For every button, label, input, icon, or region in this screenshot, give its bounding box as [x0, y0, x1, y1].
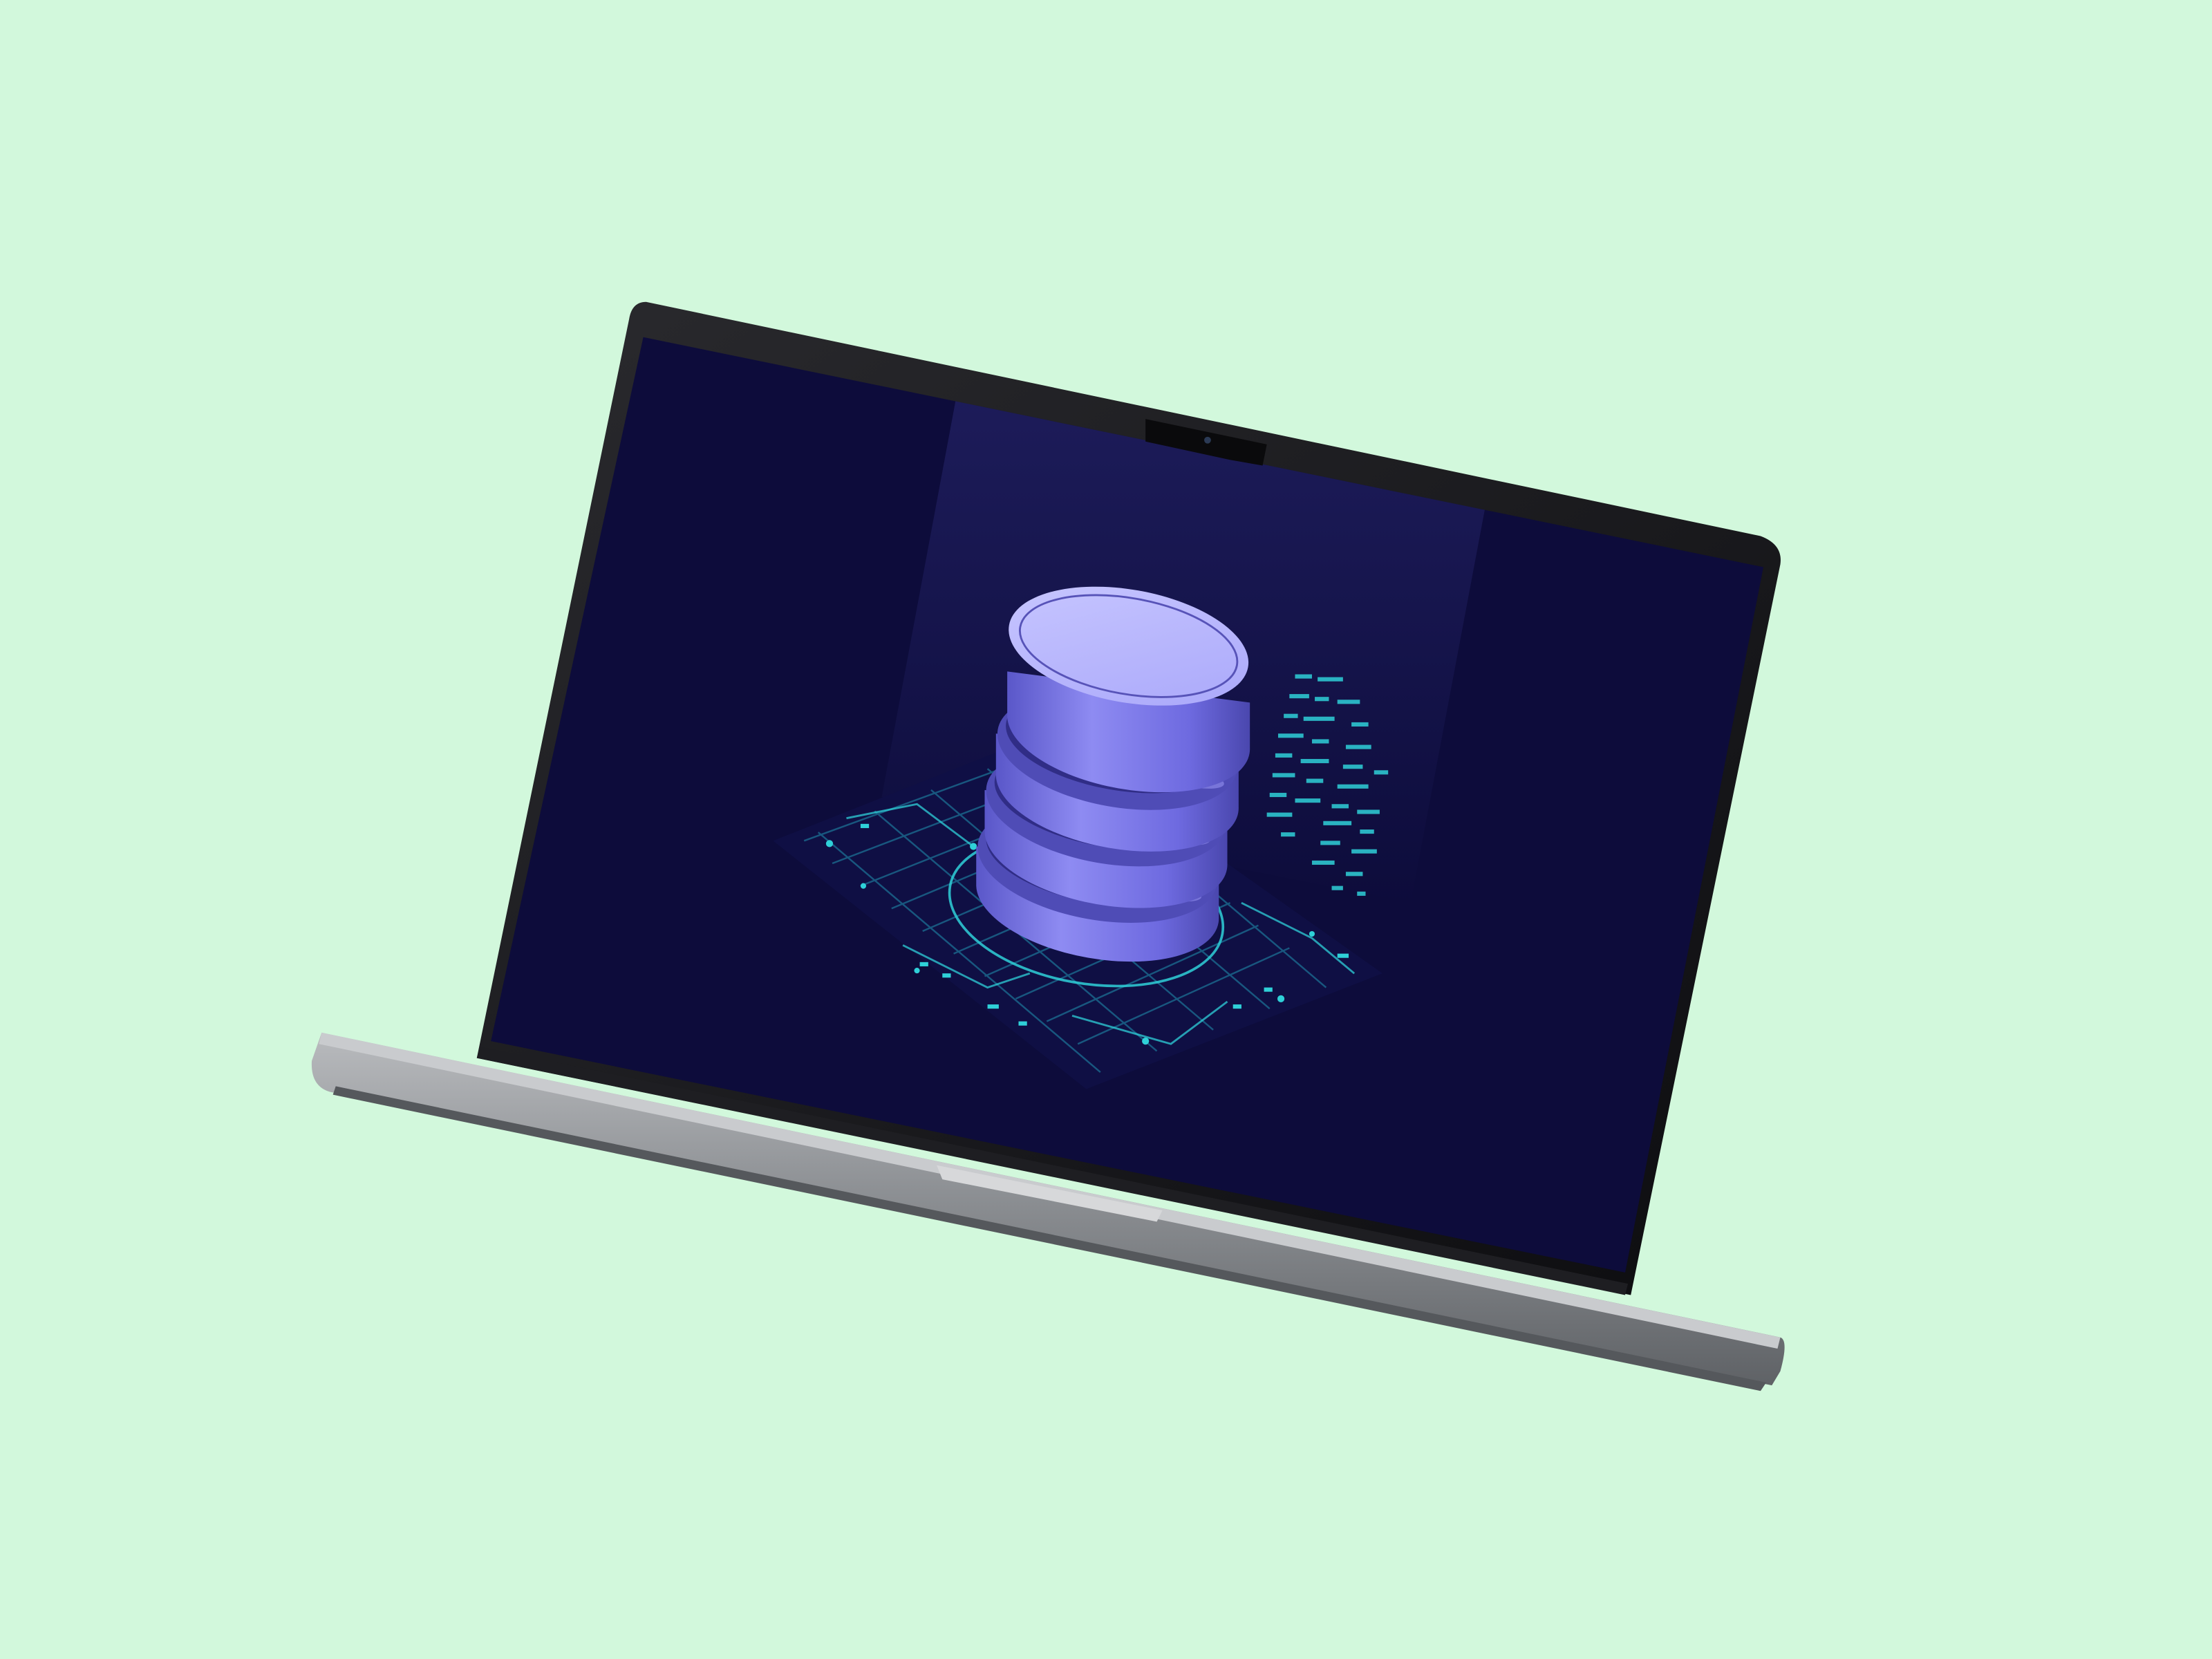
database-icon [976, 586, 1250, 962]
camera-icon [1204, 436, 1211, 444]
database-disk-1 [1007, 586, 1250, 793]
laptop-base [311, 1032, 1785, 1391]
hinge-notch [937, 1165, 1163, 1222]
laptop-screen [491, 337, 1764, 1273]
code-panel [1266, 674, 1389, 896]
